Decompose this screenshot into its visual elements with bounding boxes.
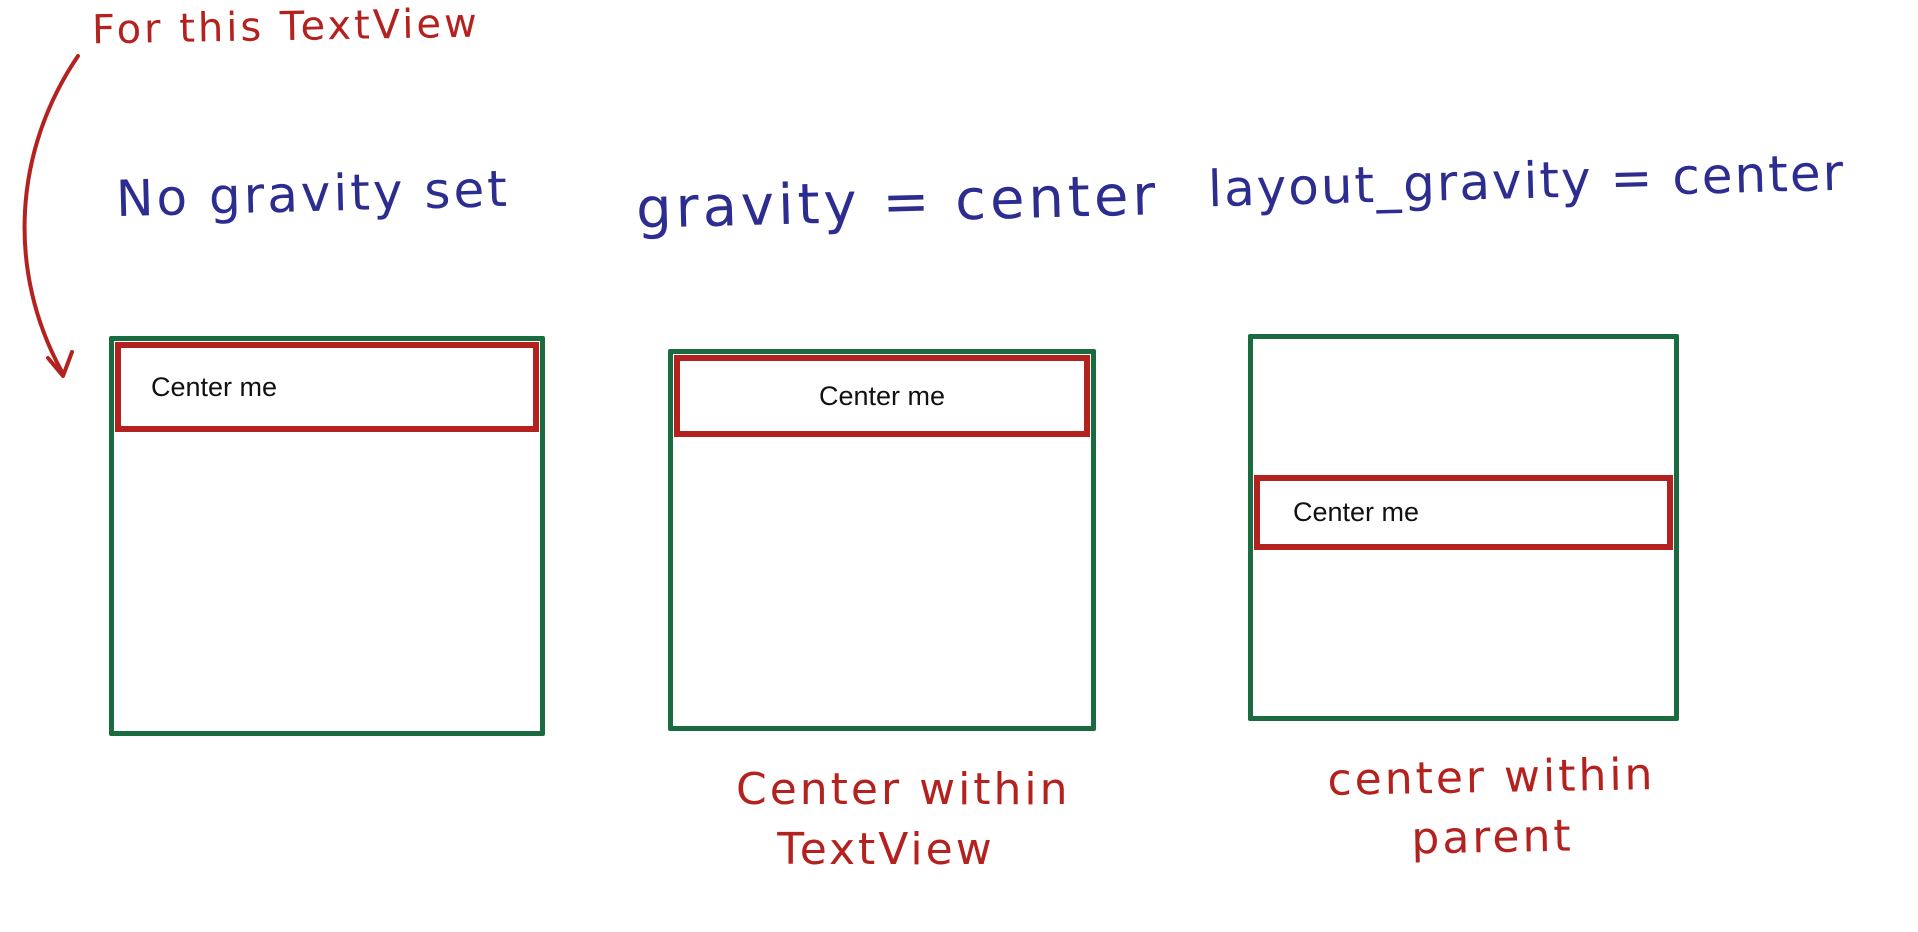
textview-gravity-center: Center me bbox=[674, 355, 1090, 437]
caption-line: parent bbox=[1410, 810, 1575, 865]
parent-layout-layout-gravity: Center me bbox=[1248, 334, 1679, 721]
caption-line: Center within bbox=[736, 764, 1071, 815]
textview-text: Center me bbox=[818, 380, 946, 411]
caption-line: TextView bbox=[777, 824, 995, 875]
textview-text: Center me bbox=[151, 371, 278, 402]
textview-text: Center me bbox=[1293, 497, 1420, 527]
annotation-label: For this TextView bbox=[91, 0, 481, 54]
panel-label-gravity: gravity = center bbox=[635, 163, 1161, 242]
panel-label-no-gravity: No gravity set bbox=[115, 159, 511, 229]
textview-layout-gravity-center: Center me bbox=[1254, 475, 1673, 550]
textview-no-gravity: Center me bbox=[115, 342, 539, 432]
caption-gravity: Center within TextView bbox=[736, 760, 1071, 880]
parent-layout-no-gravity: Center me bbox=[109, 336, 545, 736]
caption-line: center within bbox=[1327, 749, 1656, 806]
parent-layout-gravity: Center me bbox=[668, 349, 1096, 731]
caption-layout-gravity: center within parent bbox=[1321, 745, 1663, 871]
